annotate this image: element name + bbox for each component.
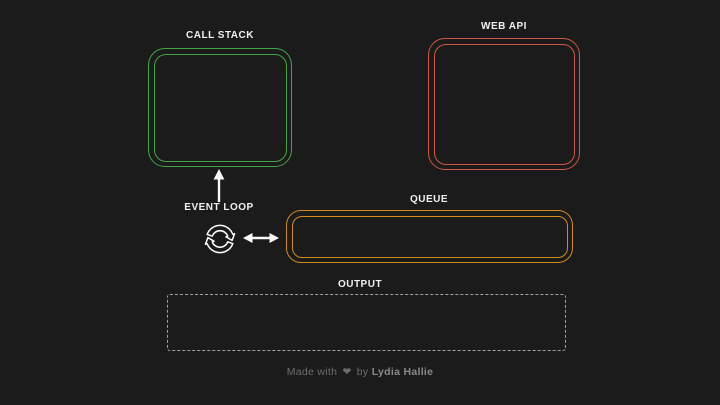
web-api-box-inner (433, 43, 575, 165)
call-stack-box (148, 48, 292, 167)
credit-line: Made with ❤ by Lydia Hallie (0, 366, 720, 378)
call-stack-box-inner (153, 53, 287, 162)
event-loop-label: EVENT LOOP (184, 202, 254, 213)
call-stack-label: CALL STACK (186, 30, 254, 41)
sync-loop-icon (204, 224, 236, 254)
arrow-left-right-icon (243, 233, 279, 243)
queue-box (286, 210, 573, 263)
heart-icon: ❤ (342, 366, 352, 378)
output-label: OUTPUT (337, 279, 383, 290)
credit-made-with: Made with (286, 366, 338, 378)
web-api-box (428, 38, 580, 170)
credit-author: Lydia Hallie (371, 366, 434, 378)
arrow-up-icon (213, 169, 225, 202)
queue-label: QUEUE (409, 194, 449, 205)
queue-box-inner (291, 215, 568, 258)
output-box (167, 294, 566, 351)
web-api-label: WEB API (481, 21, 527, 32)
credit-by: by (356, 366, 369, 378)
